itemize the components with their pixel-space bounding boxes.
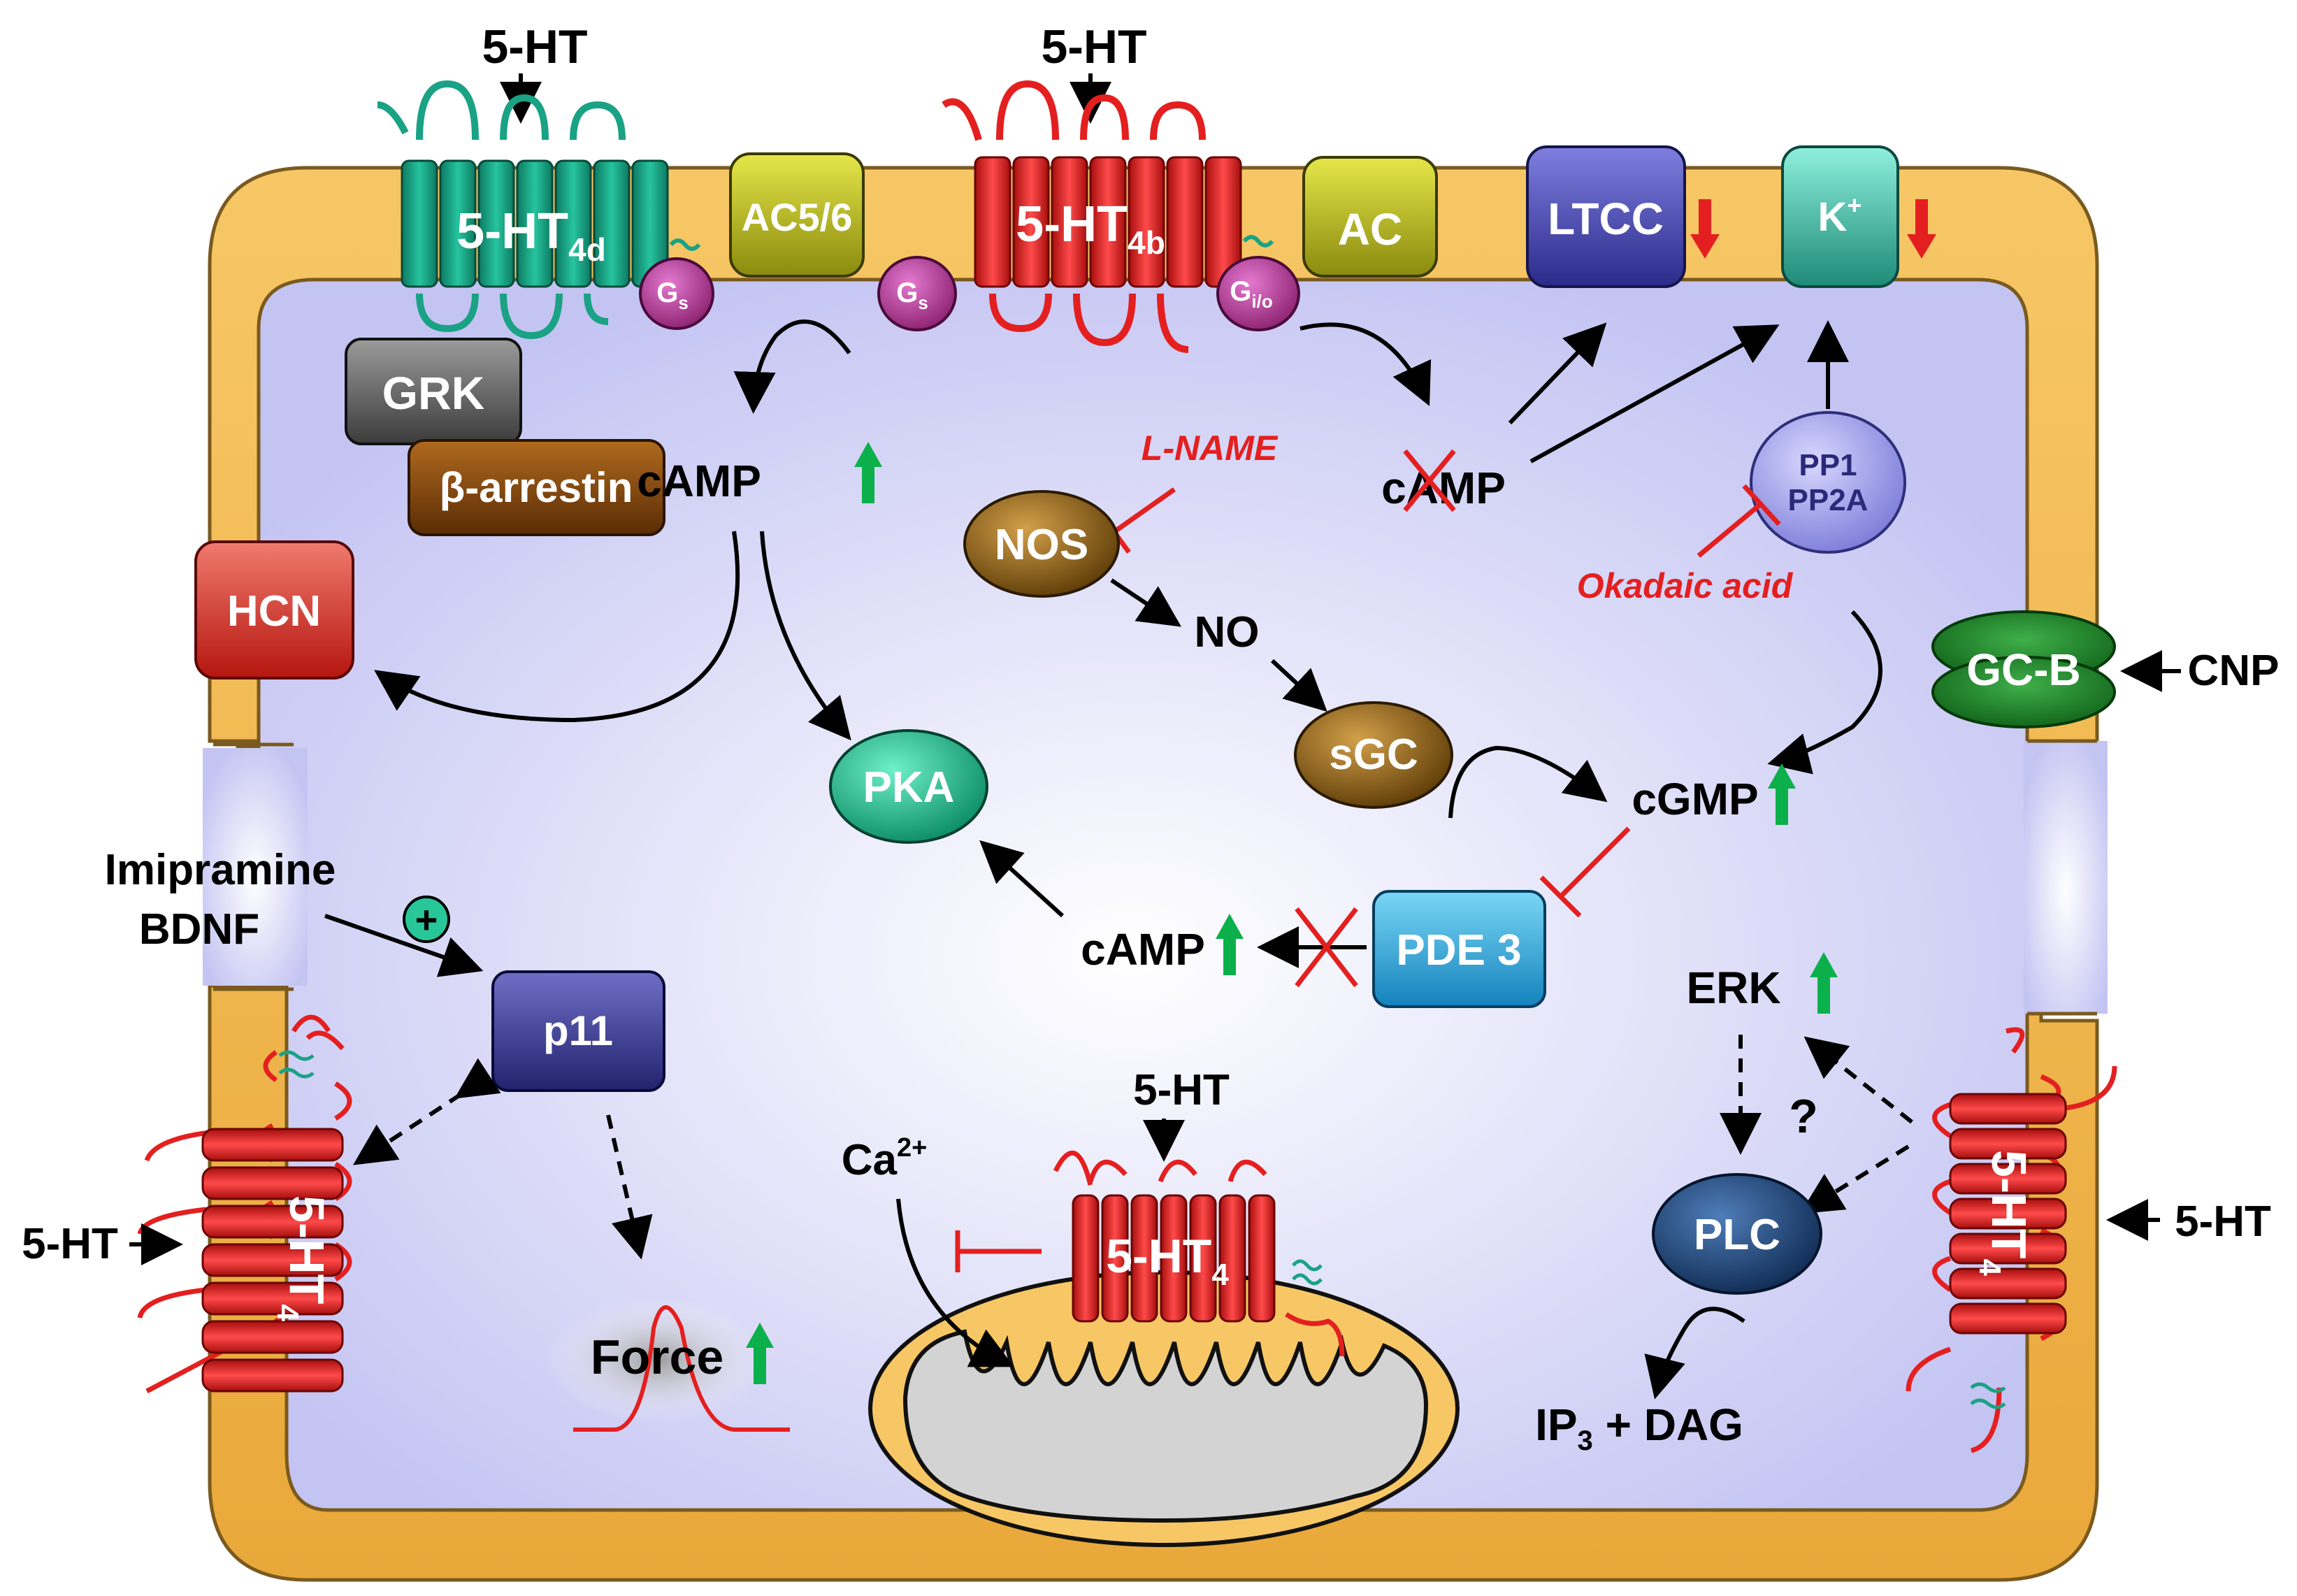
- svg-text:Gi/o: Gi/o: [1230, 276, 1272, 312]
- membrane-gap-left: [203, 748, 308, 986]
- plc-enzyme: PLC: [1652, 1173, 1822, 1295]
- svg-text:GC-B: GC-B: [1966, 645, 2081, 695]
- beta-arrestin-box: β-arrestin: [408, 439, 665, 536]
- label-okadaic-acid: Okadaic acid: [1577, 566, 1794, 605]
- label-5ht-left: 5-HT: [22, 1220, 118, 1268]
- receptor-5ht4-mito: 5-HT4: [1053, 1150, 1345, 1357]
- erk-up-arrow: [1810, 952, 1838, 1014]
- svg-text:sGC: sGC: [1329, 731, 1418, 779]
- camp-right-cross: [1403, 449, 1456, 512]
- mitochondrion: [868, 1270, 1460, 1547]
- k-down-arrow: [1907, 199, 1936, 259]
- svg-text:AC5/6: AC5/6: [742, 195, 853, 239]
- label-no: NO: [1195, 608, 1260, 656]
- svg-text:HCN: HCN: [227, 587, 321, 635]
- svg-text:5-HT4: 5-HT4: [1106, 1230, 1229, 1292]
- camp-left-up-arrow: [854, 442, 882, 503]
- pp1-pp2a: PP1 PP2A: [1750, 411, 1906, 554]
- grk-box: GRK: [345, 338, 522, 445]
- svg-text:PP1: PP1: [1799, 448, 1857, 482]
- ac56-box: AC5/6: [729, 152, 865, 278]
- label-ca: Ca2+: [842, 1133, 928, 1184]
- label-ip3-dag: IP3 + DAG: [1535, 1400, 1743, 1456]
- label-5ht-mito: 5-HT: [1133, 1066, 1230, 1114]
- cgmp-pde-inhibit: [1539, 826, 1631, 918]
- receptor-5ht4d: 5-HT4d: [377, 80, 701, 340]
- pka-kinase: PKA: [829, 729, 988, 844]
- pde-camp-blocked-arrow: [1257, 907, 1367, 988]
- svg-text:GRK: GRK: [382, 367, 485, 419]
- svg-text:NOS: NOS: [995, 521, 1088, 569]
- svg-text:PKA: PKA: [863, 763, 955, 812]
- gio-protein: Gi/o: [1216, 256, 1300, 331]
- membrane-gap-right: [2024, 741, 2108, 1014]
- label-cnp: CNP: [2188, 647, 2280, 695]
- receptor-5ht4-right: 5-HT4: [1906, 1027, 2117, 1453]
- plus-badge: +: [403, 896, 450, 943]
- svg-text:AC: AC: [1338, 204, 1402, 254]
- force-up-arrow: [746, 1323, 774, 1384]
- ac-box: AC: [1302, 156, 1438, 278]
- label-lname: L-NAME: [1142, 429, 1279, 468]
- svg-text:Gs: Gs: [896, 278, 928, 313]
- svg-text:PLC: PLC: [1694, 1211, 1780, 1259]
- pde3-enzyme: PDE 3: [1372, 890, 1546, 1008]
- svg-text:LTCC: LTCC: [1548, 194, 1664, 244]
- cgmp-up-arrow: [1768, 763, 1796, 825]
- nos-enzyme: NOS: [963, 490, 1120, 598]
- label-camp-bottom: cAMP: [1081, 924, 1205, 975]
- label-cgmp: cGMP: [1632, 774, 1758, 824]
- ltcc-channel: LTCC: [1526, 145, 1686, 288]
- label-5ht-top-mid: 5-HT: [1041, 20, 1146, 73]
- label-imipramine: Imipramine: [105, 846, 336, 894]
- svg-text:5-HT4: 5-HT4: [271, 1195, 334, 1322]
- svg-text:β-arrestin: β-arrestin: [440, 464, 633, 511]
- svg-text:5-HT4b: 5-HT4b: [1016, 196, 1165, 261]
- camp-bottom-up-arrow: [1216, 914, 1244, 975]
- gs-protein-1: Gs: [639, 257, 714, 330]
- svg-text:PDE 3: PDE 3: [1396, 926, 1521, 975]
- label-bdnf: BDNF: [139, 905, 259, 954]
- svg-text:K+: K+: [1818, 191, 1862, 240]
- svg-text:5-HT4: 5-HT4: [1973, 1150, 2036, 1277]
- receptor-5ht4b: 5-HT4b: [942, 80, 1274, 353]
- k-channel: K+: [1781, 145, 1899, 288]
- p11-protein: p11: [491, 970, 665, 1092]
- sgc-enzyme: sGC: [1294, 701, 1453, 809]
- gs-protein-2: Gs: [877, 256, 957, 331]
- label-camp-left: cAMP: [637, 456, 761, 506]
- label-5ht-top-left: 5-HT: [482, 20, 587, 73]
- mito-ca-inhibit: [955, 1230, 1042, 1272]
- svg-text:Gs: Gs: [656, 278, 689, 313]
- ltcc-down-arrow: [1690, 199, 1720, 259]
- label-erk: ERK: [1686, 963, 1780, 1013]
- label-question: ?: [1789, 1090, 1818, 1143]
- svg-text:Force: Force: [591, 1330, 724, 1384]
- label-5ht-right: 5-HT: [2175, 1198, 2271, 1246]
- svg-text:5-HT4d: 5-HT4d: [456, 203, 606, 268]
- receptor-5ht4-left: 5-HT4: [137, 1014, 352, 1394]
- okadaic-inhibit: [1697, 484, 1781, 558]
- gcb-receptor: GC-B: [1931, 610, 2116, 728]
- hcn-channel: HCN: [194, 540, 354, 680]
- force-indicator: Force: [545, 1297, 790, 1432]
- svg-text:+: +: [415, 898, 438, 942]
- label-camp-right: cAMP: [1381, 463, 1506, 513]
- svg-text:PP2A: PP2A: [1788, 483, 1868, 517]
- svg-text:p11: p11: [543, 1007, 613, 1054]
